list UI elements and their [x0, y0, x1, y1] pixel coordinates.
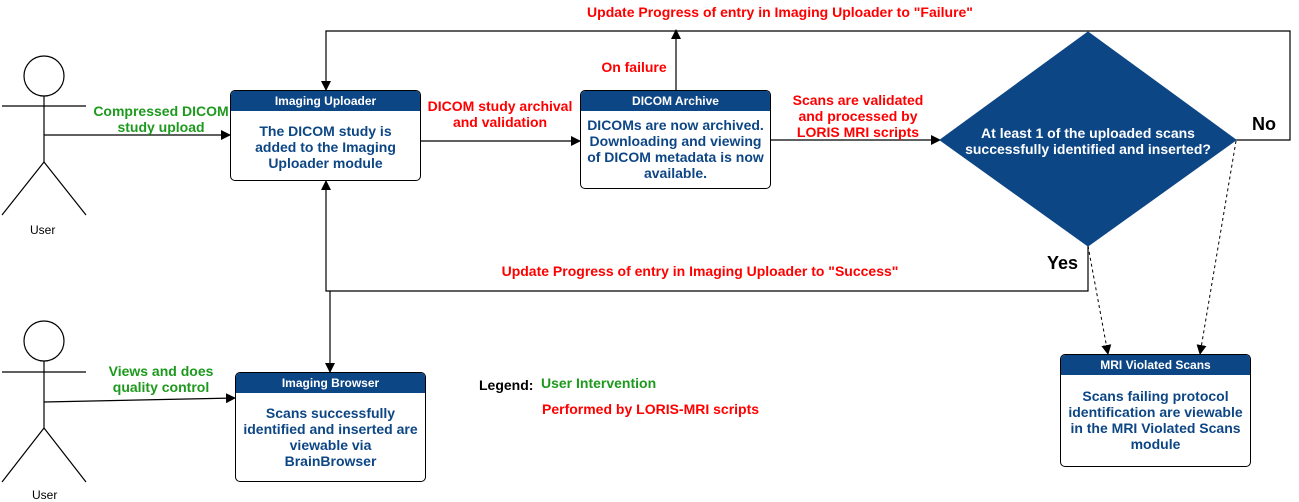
edge-label-archival-validation: DICOM study archival and validation [427, 98, 573, 130]
arrow-no-to-uploader [321, 30, 1291, 141]
arrow-dashed-yes-to-violated [1087, 245, 1112, 355]
imaging-browser-title: Imaging Browser [236, 373, 425, 393]
edge-label-failure-update: Update Progress of entry in Imaging Uplo… [587, 4, 973, 20]
user-label-2: User [32, 488, 58, 502]
arrow-user2-to-browser [43, 393, 236, 404]
decision-text: At least 1 of the uploaded scans success… [965, 125, 1211, 157]
user-label-1: User [30, 223, 56, 237]
imaging-uploader-body: The DICOM study is added to the Imaging … [255, 123, 396, 171]
mri-violated-scans-box: MRI Violated Scans Scans failing protoco… [1060, 354, 1251, 467]
imaging-uploader-box: Imaging Uploader The DICOM study is adde… [230, 90, 421, 181]
mri-violated-scans-title: MRI Violated Scans [1061, 355, 1250, 375]
mri-violated-scans-body: Scans failing protocol identification ar… [1068, 388, 1243, 452]
legend-user-intervention: User Intervention [541, 375, 657, 391]
decision-diamond [939, 31, 1237, 247]
dicom-archive-body: DICOMs are now archived. Downloading and… [587, 117, 764, 181]
user-actor-1 [1, 55, 87, 216]
imaging-browser-body: Scans successfully identified and insert… [243, 405, 418, 469]
legend-title: Legend: [479, 377, 534, 393]
arrow-dashed-no-to-violated [1196, 140, 1237, 355]
dicom-archive-box: DICOM Archive DICOMs are now archived. D… [580, 90, 771, 189]
arrow-yes-to-uploader [321, 180, 1089, 292]
edge-label-validated-processed: Scans are validated and processed by LOR… [792, 92, 924, 140]
edge-label-on-failure: On failure [601, 59, 667, 75]
edge-label-success-update: Update Progress of entry in Imaging Uplo… [501, 263, 899, 279]
edge-label-views-qc: Views and does quality control [108, 363, 214, 395]
imaging-uploader-title: Imaging Uploader [231, 91, 420, 111]
imaging-browser-box: Imaging Browser Scans successfully ident… [235, 372, 426, 482]
dicom-archive-title: DICOM Archive [581, 91, 770, 111]
legend-loris-scripts: Performed by LORIS-MRI scripts [542, 401, 760, 417]
user-actor-2 [1, 320, 87, 483]
decision-yes-label: Yes [1047, 253, 1079, 273]
decision-no-label: No [1252, 114, 1276, 134]
edge-label-compressed-upload: Compressed DICOM study upload [93, 103, 229, 135]
